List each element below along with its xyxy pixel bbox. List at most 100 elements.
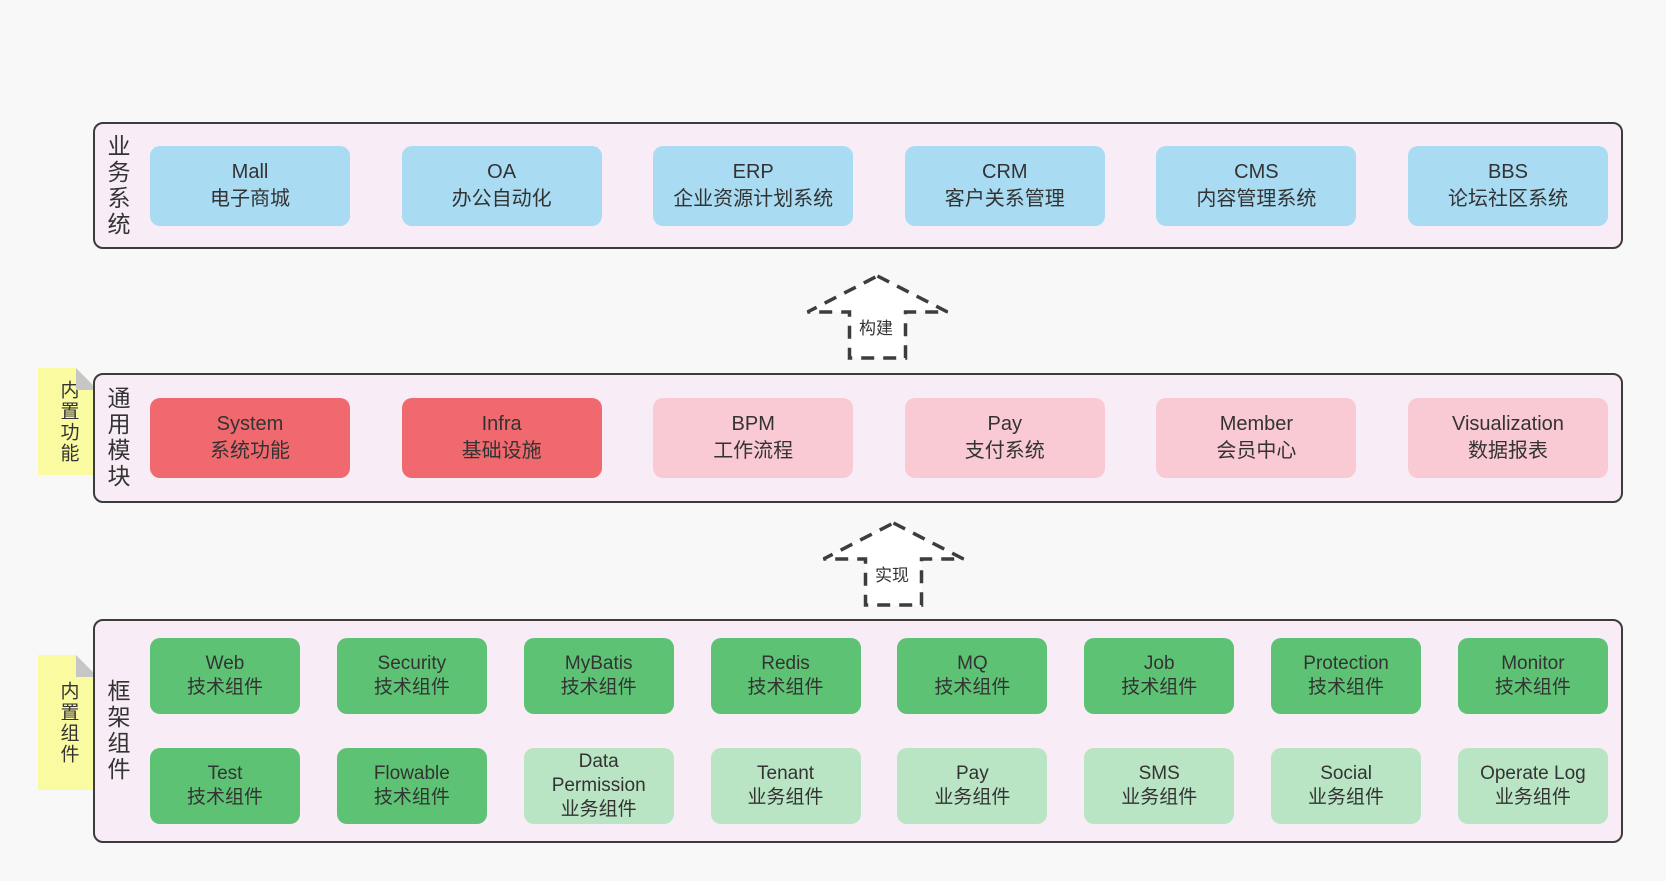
box-subtitle: 办公自动化 [451,187,552,210]
box-title: Data Permission [551,751,646,796]
box-subtitle: 会员中心 [1216,440,1297,462]
box-title: BBS [1487,160,1528,183]
box-security: Security 技术组件 [336,638,487,714]
box-subtitle: 业务组件 [560,799,637,820]
box-subtitle: 业务组件 [1308,787,1385,808]
box-mq: MQ 技术组件 [897,638,1048,714]
box-subtitle: 论坛社区系统 [1447,187,1568,210]
box-social: Social 业务组件 [1271,748,1422,824]
box-subtitle: 内容管理系统 [1196,187,1317,210]
box-mall: Mall 电子商城 [150,145,350,226]
box-protection: Protection 技术组件 [1271,638,1422,714]
box-bbs: BBS 论坛社区系统 [1407,145,1608,226]
box-subtitle: 业务组件 [1121,787,1198,808]
box-subtitle: 技术组件 [373,677,450,698]
box-subtitle: 技术组件 [186,787,263,808]
box-title: Test [207,763,243,784]
box-title: System [216,413,284,435]
box-subtitle: 客户关系管理 [944,187,1065,210]
box-subtitle: 系统功能 [210,440,290,462]
box-title: ERP [732,160,774,183]
layer-label-framework-components: 框架组件 [104,679,130,783]
sticky-note-text: 内置功能 [57,379,79,464]
sticky-note-built-in-features: 内置功能 [38,368,98,475]
box-flowable: Flowable 技术组件 [336,748,487,824]
box-mybatis: MyBatis 技术组件 [523,638,674,714]
box-row: Mall 电子商城 OA 办公自动化 ERP 企业资源计划系统 CRM 客户关系管理 CMS 内容… [150,145,1608,226]
box-erp: ERP 企业资源计划系统 [653,145,854,226]
box-crm: CRM 客户关系管理 [904,145,1105,226]
box-subtitle: 业务组件 [747,787,824,808]
layer-content: Mall 电子商城 OA 办公自动化 ERP 企业资源计划系统 CRM 客户关系管理 CMS 内容… [139,124,1621,247]
box-subtitle: 电子商城 [210,187,290,210]
box-test: Test 技术组件 [150,748,300,824]
box-subtitle: 企业资源计划系统 [673,187,834,210]
box-oa: OA 办公自动化 [401,145,602,226]
box-sms: SMS 业务组件 [1084,748,1235,824]
box-subtitle: 技术组件 [1308,677,1385,698]
box-subtitle: 工作流程 [713,440,794,462]
box-title: Monitor [1501,653,1565,674]
box-pay: Pay 支付系统 [904,398,1105,478]
box-subtitle: 业务组件 [1494,787,1571,808]
box-title: CRM [982,160,1028,183]
box-system: System 系统功能 [150,398,350,478]
sticky-note-built-in-components: 内置组件 [38,655,98,790]
box-cms: CMS 内容管理系统 [1156,145,1357,226]
box-job: Job 技术组件 [1084,638,1235,714]
layer-label-business-systems: 业务系统 [104,133,130,238]
box-operate-log: Operate Log 业务组件 [1457,748,1608,824]
box-title: Redis [761,653,810,674]
box-title: MyBatis [564,653,633,674]
box-title: Social [1320,763,1372,784]
box-tenant: Tenant 业务组件 [710,748,861,824]
sticky-note-text: 内置组件 [57,680,79,765]
layer-business-systems: 业务系统 Mall 电子商城 OA 办公自动化 ERP 企业资源计划系统 CRM 客户关系管理… [93,122,1623,249]
box-subtitle: 技术组件 [1494,677,1571,698]
box-subtitle: 技术组件 [560,677,637,698]
box-title: CMS [1234,160,1279,183]
box-member: Member 会员中心 [1156,398,1357,478]
box-title: Visualization [1452,413,1564,435]
box-title: BPM [731,413,775,435]
box-subtitle: 技术组件 [747,677,824,698]
box-subtitle: 技术组件 [186,677,263,698]
box-visualization: Visualization 数据报表 [1407,398,1608,478]
box-title: SMS [1138,763,1180,784]
box-title: OA [487,160,517,183]
box-title: Infra [481,413,522,435]
box-subtitle: 技术组件 [373,787,450,808]
box-title: Pay [987,413,1023,435]
box-subtitle: 支付系统 [964,440,1045,462]
box-title: Security [377,653,447,674]
box-subtitle: 业务组件 [934,787,1011,808]
box-title: Operate Log [1480,763,1586,784]
box-redis: Redis 技术组件 [710,638,861,714]
box-title: MQ [957,653,988,674]
box-title: Mall [231,160,269,183]
box-subtitle: 数据报表 [1467,440,1548,462]
box-subtitle: 技术组件 [934,677,1011,698]
box-data-permission: Data Permission 业务组件 [523,748,674,824]
build-arrow-label: 构建 [857,314,895,339]
box-bpm: BPM 工作流程 [653,398,854,478]
box-title: Protection [1303,653,1389,674]
box-monitor: Monitor 技术组件 [1457,638,1608,714]
implement-arrow-label: 实现 [873,561,911,586]
box-subtitle: 技术组件 [1121,677,1198,698]
box-title: Web [205,653,245,674]
box-title: Job [1143,653,1175,674]
box-title: Member [1219,413,1294,435]
box-title: Tenant [757,763,815,784]
box-title: Flowable [373,763,450,784]
